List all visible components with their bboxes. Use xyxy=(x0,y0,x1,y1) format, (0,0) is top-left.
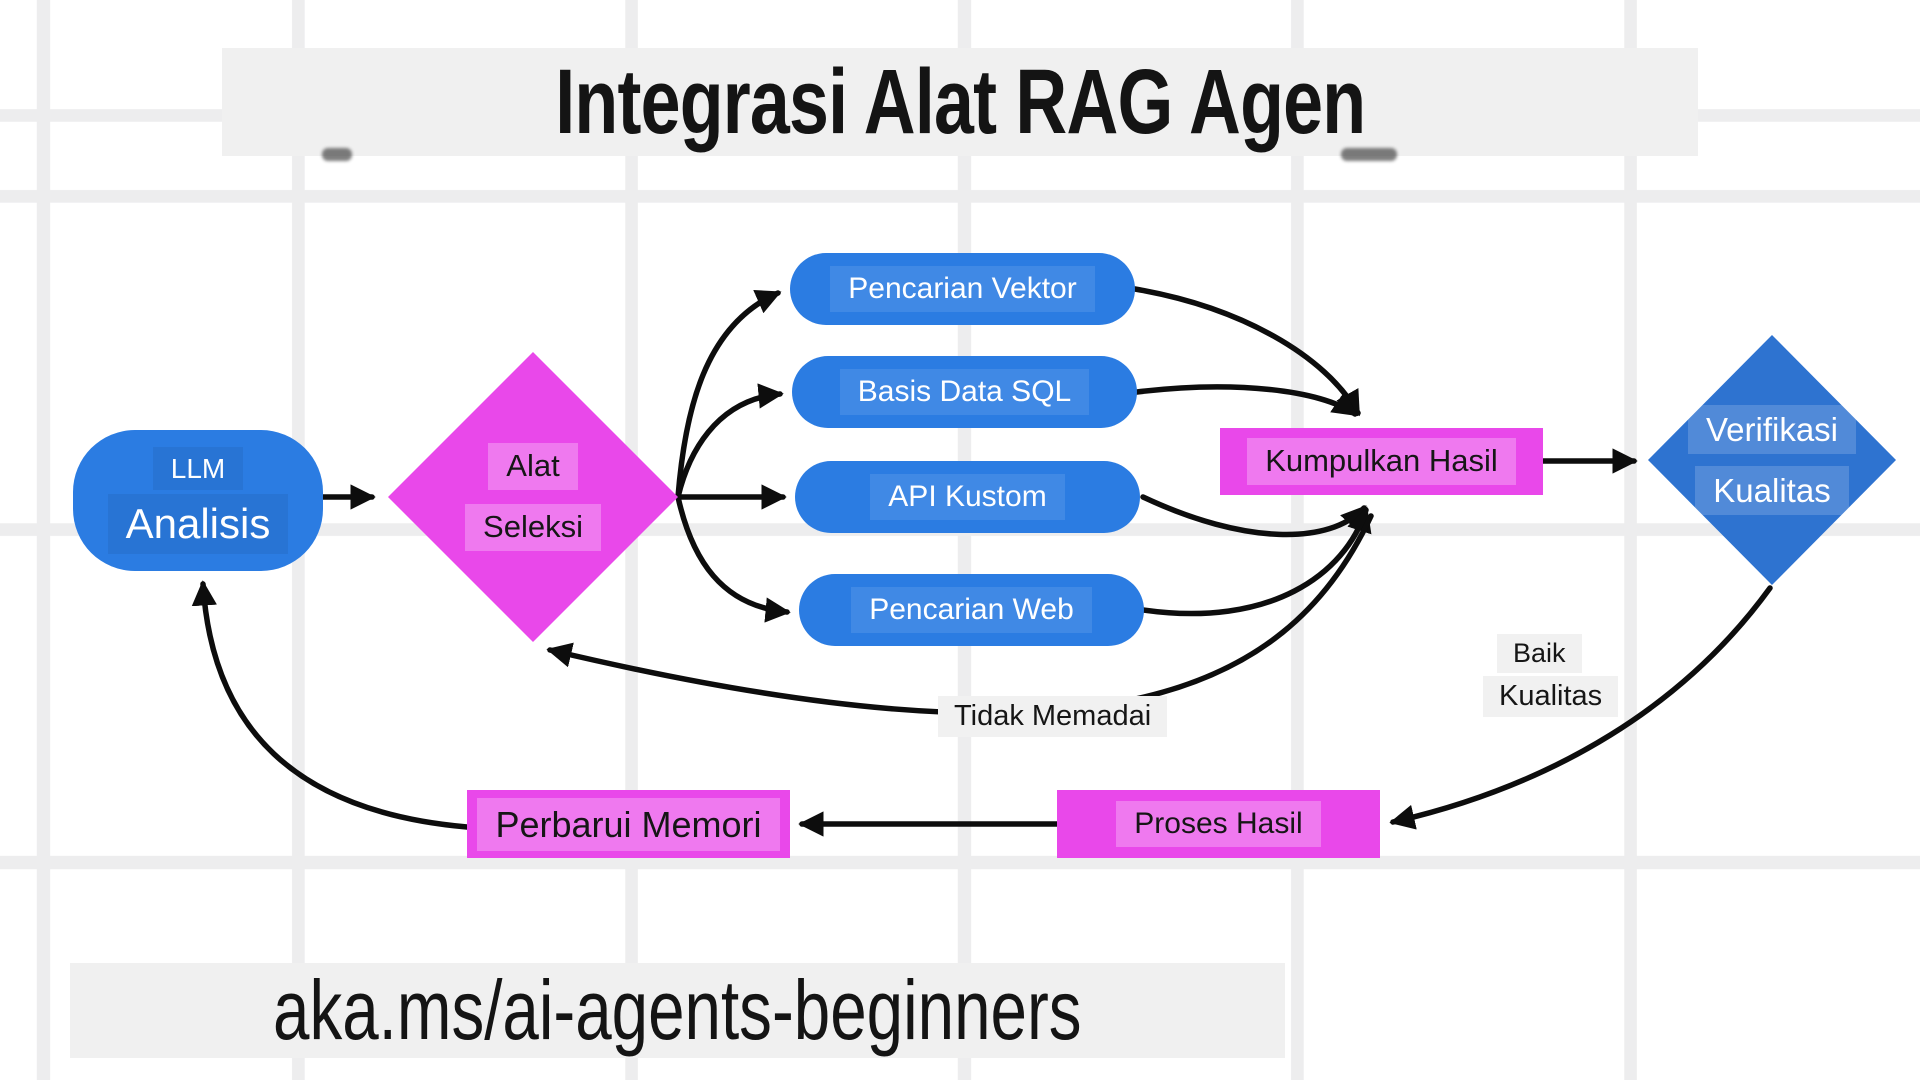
node-quality-verification-line2: Kualitas xyxy=(1695,466,1849,516)
footer-band: aka.ms/ai-agents-beginners xyxy=(70,963,1285,1058)
edge-selection-to-sql xyxy=(675,383,784,500)
edge-selection-to-vector-search xyxy=(675,290,782,500)
node-llm-analysis-line1: LLM xyxy=(152,446,244,490)
node-custom-api: API Kustom xyxy=(795,461,1140,533)
node-process-results: Proses Hasil xyxy=(1057,790,1380,858)
ink-smudge xyxy=(322,148,352,161)
edge-label-quality: Kualitas xyxy=(1483,676,1619,717)
ink-smudge xyxy=(1341,148,1397,161)
node-sql-database: Basis Data SQL xyxy=(792,356,1137,428)
page-title: Integrasi Alat RAG Agen xyxy=(554,50,1366,153)
edge-memory-to-llm xyxy=(191,580,470,830)
node-update-memory-label: Perbarui Memori xyxy=(477,797,780,851)
node-collect-results-label: Kumpulkan Hasil xyxy=(1247,438,1516,485)
edge-label-good: Baik xyxy=(1497,634,1582,673)
node-tool-selection-line1: Alat xyxy=(488,443,578,490)
edge-web-search-to-collect xyxy=(1140,506,1372,617)
edge-vector-search-to-collect xyxy=(1132,286,1361,417)
edge-selection-to-web-search xyxy=(675,494,791,623)
edge-api-to-collect xyxy=(1140,494,1367,538)
edge-verify-to-process xyxy=(1389,585,1773,830)
node-web-search: Pencarian Web xyxy=(799,574,1144,646)
node-collect-results: Kumpulkan Hasil xyxy=(1220,428,1543,495)
node-process-results-label: Proses Hasil xyxy=(1116,801,1321,847)
node-web-search-label: Pencarian Web xyxy=(851,587,1092,633)
node-tool-selection-line2: Seleksi xyxy=(465,504,601,551)
node-llm-analysis: LLM Analisis xyxy=(73,430,323,571)
node-sql-database-label: Basis Data SQL xyxy=(839,369,1090,415)
node-llm-analysis-line2: Analisis xyxy=(107,493,289,555)
node-update-memory: Perbarui Memori xyxy=(467,790,790,858)
edge-sql-to-collect xyxy=(1134,384,1359,417)
node-custom-api-label: API Kustom xyxy=(870,474,1065,520)
node-vector-search: Pencarian Vektor xyxy=(790,253,1135,325)
node-quality-verification-line1: Verifikasi xyxy=(1687,404,1857,454)
edge-label-inadequate: Tidak Memadai xyxy=(938,696,1168,737)
node-vector-search-label: Pencarian Vektor xyxy=(830,266,1095,312)
title-band: Integrasi Alat RAG Agen xyxy=(222,48,1698,156)
footer-link-text: aka.ms/ai-agents-beginners xyxy=(273,963,1082,1057)
